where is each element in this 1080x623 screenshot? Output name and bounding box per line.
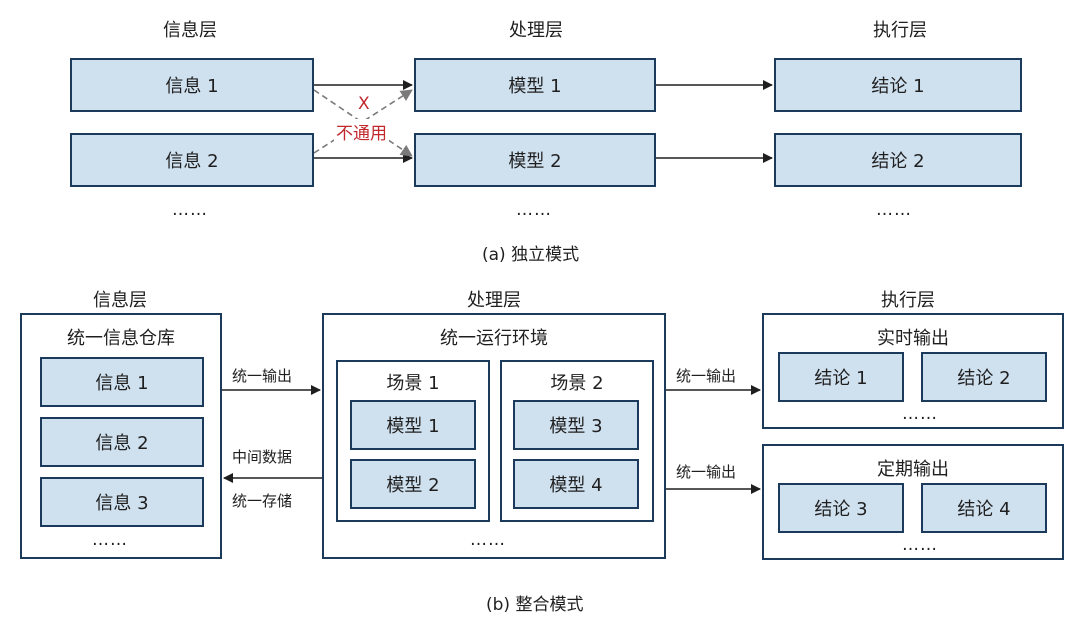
b-scene1-model-2: 模型 2 [350,459,476,509]
b-header-execution-layer: 执行层 [881,290,935,311]
b-scene1-model-1: 模型 1 [350,400,476,450]
a-model-box-2: 模型 2 [414,133,656,187]
b-caption: (b) 整合模式 [486,595,584,615]
a-result-box-2: 结论 2 [774,133,1022,187]
b-scene1-title: 场景 1 [386,373,440,394]
a-result-ellipsis: …… [876,200,912,220]
a-header-execution-layer: 执行层 [873,20,927,41]
a-caption: (a) 独立模式 [482,245,580,265]
a-header-processing-layer: 处理层 [509,20,563,41]
b-realtime-result-2: 结论 2 [921,352,1047,402]
a-model-box-1: 模型 1 [414,58,656,112]
b-warehouse-ellipsis: …… [92,530,128,550]
a-result-box-1: 结论 1 [774,58,1022,112]
b-scene2-title: 场景 2 [550,373,604,394]
b-header-processing-layer: 处理层 [467,290,521,311]
b-header-info-layer: 信息层 [93,290,147,311]
b-realtime-result-1: 结论 1 [778,352,904,402]
b-warehouse-title: 统一信息仓库 [67,328,175,349]
a-info-ellipsis: …… [172,200,208,220]
b-realtime-title: 实时输出 [877,328,949,349]
b-realtime-ellipsis: …… [902,404,938,424]
a-info-box-1: 信息 1 [70,58,314,112]
b-warehouse-item-3: 信息 3 [40,477,204,527]
b-label-unified-output-realtime: 统一输出 [676,367,737,385]
a-cross-mark: X [358,94,370,114]
b-env-ellipsis: …… [470,530,506,550]
b-label-intermediate-data: 中间数据 [232,448,293,466]
b-label-unified-output-left: 统一输出 [232,367,293,385]
b-label-unified-output-periodic: 统一输出 [676,463,737,481]
b-scene2-model-4: 模型 4 [513,459,639,509]
a-info-box-2: 信息 2 [70,133,314,187]
b-periodic-result-3: 结论 3 [778,483,904,533]
b-periodic-result-4: 结论 4 [921,483,1047,533]
b-warehouse-item-2: 信息 2 [40,417,204,467]
a-model-ellipsis: …… [516,200,552,220]
b-periodic-title: 定期输出 [877,459,949,480]
b-warehouse-item-1: 信息 1 [40,357,204,407]
b-label-unified-storage: 统一存储 [232,492,293,510]
a-header-info-layer: 信息层 [163,20,217,41]
a-not-common-label: 不通用 [334,119,389,144]
b-scene2-model-3: 模型 3 [513,400,639,450]
b-periodic-ellipsis: …… [902,535,938,555]
b-env-title: 统一运行环境 [440,328,548,349]
